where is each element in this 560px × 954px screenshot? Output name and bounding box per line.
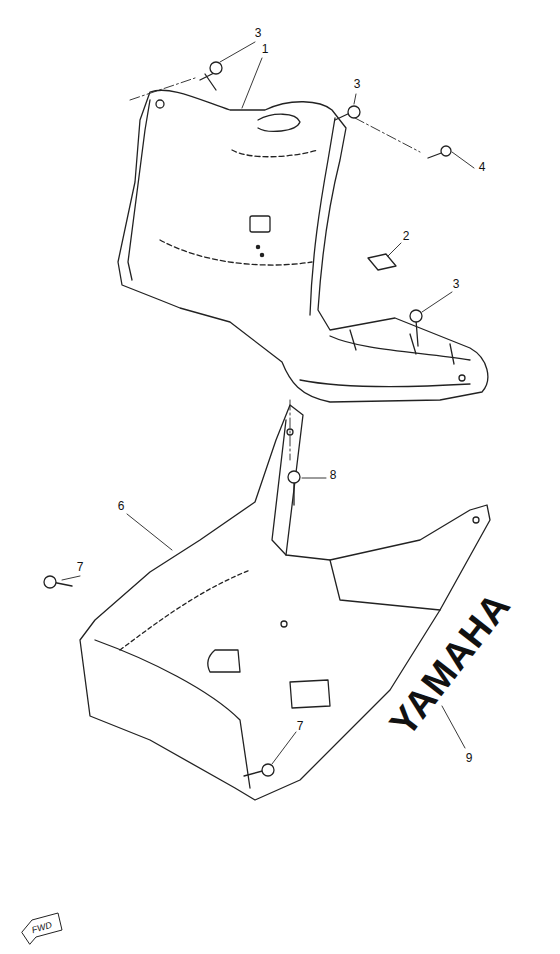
- leg-shield-lower: [95, 640, 250, 788]
- leg-shield-upper: [330, 336, 470, 360]
- leg-shield-upper: [250, 216, 270, 232]
- leader-line: [388, 243, 401, 256]
- leader-line: [422, 292, 452, 312]
- leg-shield-upper: [118, 90, 488, 402]
- leg-shield-upper: [260, 253, 263, 256]
- screw: [288, 471, 300, 483]
- leg-shield-lower: [120, 570, 250, 650]
- screw: [262, 764, 274, 776]
- leg-shield-upper: [256, 245, 259, 248]
- callout-number: 2: [403, 230, 410, 242]
- assembly-line: [130, 78, 195, 100]
- leader-line: [62, 42, 474, 764]
- leader-line: [242, 58, 262, 108]
- callout-number: 7: [297, 720, 304, 732]
- washer: [368, 254, 396, 270]
- leg-shield-upper: [232, 150, 318, 157]
- leg-shield-lower: [473, 517, 479, 523]
- leg-shield-lower: [80, 405, 490, 800]
- leader-line: [354, 94, 356, 104]
- callout-number: 3: [453, 278, 460, 290]
- leg-shield-upper: [300, 380, 470, 387]
- leg-shield-lower: [281, 621, 287, 627]
- leg-shield-upper: [160, 240, 312, 265]
- leader-line: [220, 42, 255, 62]
- leader-line: [442, 706, 465, 748]
- forward-arrow: [22, 913, 62, 944]
- assembly-line: [290, 400, 291, 460]
- leg-shield-upper: [459, 375, 465, 381]
- callout-number: 8: [330, 469, 337, 481]
- leader-line: [127, 514, 172, 550]
- callout-number: 9: [466, 752, 473, 764]
- leg-shield-upper: [258, 114, 300, 131]
- assembly-line: [130, 78, 420, 460]
- leg-shield-lower: [272, 420, 286, 555]
- screw: [44, 576, 56, 588]
- leg-shield-upper: [156, 100, 164, 108]
- leg-shield-lower: [290, 680, 330, 708]
- leg-shield-lower: [330, 560, 440, 610]
- screw: [441, 146, 451, 156]
- leader-line: [62, 576, 80, 580]
- callout-number: 6: [118, 500, 125, 512]
- callout-number: 3: [255, 27, 262, 39]
- screw: [410, 310, 422, 322]
- leg-shield-lower: [80, 405, 490, 800]
- leg-shield-upper: [128, 100, 150, 280]
- screw: [210, 62, 222, 74]
- leg-shield-upper: [310, 118, 335, 315]
- screw: [293, 480, 294, 505]
- leader-line: [452, 152, 474, 168]
- leg-shield-upper: [350, 330, 454, 364]
- screw: [44, 62, 451, 776]
- leader-line: [272, 732, 296, 764]
- callout-number: 4: [479, 161, 486, 173]
- leader-line: [302, 478, 326, 479]
- callout-number: 3: [354, 78, 361, 90]
- callout-number: 7: [77, 561, 84, 573]
- screw: [348, 106, 360, 118]
- leg-shield-lower: [208, 650, 240, 672]
- screw: [416, 320, 418, 346]
- assembly-line: [355, 118, 420, 152]
- callout-number: 1: [262, 43, 269, 55]
- leg-shield-upper: [118, 90, 488, 402]
